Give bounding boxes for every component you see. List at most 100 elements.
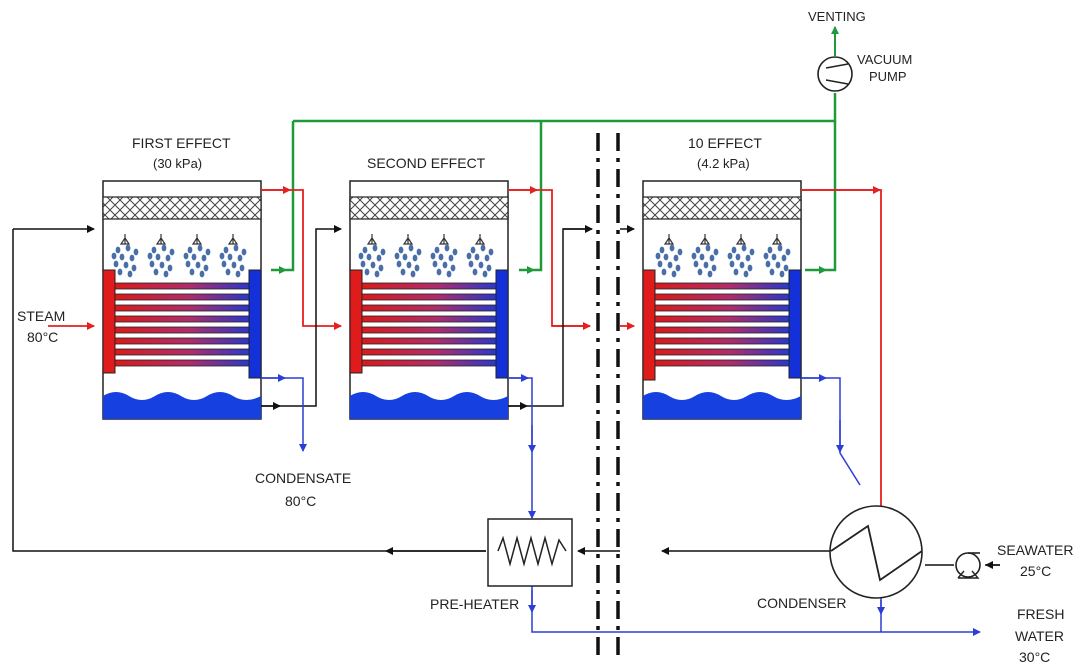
heat-tube <box>654 359 790 367</box>
spray-droplet <box>444 244 450 252</box>
spray-droplet <box>219 252 225 260</box>
spray-droplet <box>149 260 155 268</box>
spray-droplet <box>711 264 717 272</box>
spray-droplet <box>705 244 711 252</box>
cold-header <box>248 269 262 379</box>
spray-droplet <box>765 260 771 268</box>
hot-header <box>102 269 116 374</box>
spray-droplet <box>412 254 418 262</box>
heat-tube <box>114 315 250 323</box>
spray-droplet <box>703 261 709 269</box>
first-effect-pressure: (30 kPa) <box>153 156 202 171</box>
brine-pool <box>103 392 261 419</box>
spray-droplet <box>731 246 737 254</box>
spray-droplet <box>119 253 125 261</box>
heat-tube <box>361 293 497 301</box>
spray-droplet <box>741 244 747 252</box>
spray-droplet <box>169 248 175 256</box>
spray-droplet <box>783 264 789 272</box>
vapor-arrowheads <box>261 186 881 330</box>
spray-droplet <box>195 261 201 269</box>
spray-droplet <box>450 264 456 272</box>
fresh-water-label-line2: WATER <box>1015 628 1064 644</box>
spray-droplet <box>781 254 787 262</box>
spray-droplet <box>205 248 211 256</box>
spray-droplet <box>733 268 739 276</box>
second-effect-vessel <box>349 180 509 420</box>
spray-droplet <box>655 252 661 260</box>
spray-droplet <box>691 252 697 260</box>
spray-droplet <box>374 270 380 278</box>
heat-tube <box>654 348 790 356</box>
spray-droplet <box>749 248 755 256</box>
spray-droplet <box>432 260 438 268</box>
spray-droplet <box>470 246 476 254</box>
heat-tube <box>654 315 790 323</box>
spray-droplet <box>237 254 243 262</box>
heat-tube <box>361 304 497 312</box>
heat-tube <box>114 337 250 345</box>
spray-droplet <box>452 248 458 256</box>
spray-droplet <box>434 246 440 254</box>
effect-gap-dividers <box>596 133 620 660</box>
spray-droplet <box>775 261 781 269</box>
spray-droplet <box>779 270 785 278</box>
heat-tube <box>361 337 497 345</box>
spray-droplet <box>147 252 153 260</box>
hot-header <box>642 269 656 381</box>
first-effect-vessel <box>102 180 262 420</box>
spray-droplet <box>151 246 157 254</box>
spray-droplet <box>231 261 237 269</box>
hot-header <box>349 269 363 374</box>
brine-pool <box>643 392 801 419</box>
spray-droplet <box>777 244 783 252</box>
steam-temp-label: 80°C <box>27 329 58 345</box>
heat-tube <box>114 326 250 334</box>
tube-bundle <box>114 282 250 367</box>
spray-droplet <box>488 248 494 256</box>
spray-droplet <box>376 254 382 262</box>
spray-droplet <box>480 244 486 252</box>
heat-tube <box>114 293 250 301</box>
spray-droplet <box>163 270 169 278</box>
vacuum-pump-icon <box>817 56 853 92</box>
feed-lines <box>12 225 1000 566</box>
steam-label: STEAM <box>17 308 65 324</box>
spray-droplet <box>663 253 669 261</box>
demister <box>349 196 509 220</box>
spray-droplet <box>161 244 167 252</box>
spray-droplet <box>671 270 677 278</box>
spray-droplet <box>223 246 229 254</box>
spray-droplet <box>771 253 777 261</box>
spray-droplet <box>233 244 239 252</box>
spray-droplet <box>693 260 699 268</box>
heat-tube <box>114 348 250 356</box>
spray-droplet <box>360 260 366 268</box>
second-effect-label: SECOND EFFECT <box>367 155 486 171</box>
spray-droplet <box>117 268 123 276</box>
spray-droplet <box>113 260 119 268</box>
cold-header <box>495 269 509 379</box>
spray-droplet <box>159 261 165 269</box>
spray-droplet <box>745 254 751 262</box>
spray-droplet <box>372 244 378 252</box>
spray-droplet <box>370 261 376 269</box>
spray-droplet <box>394 252 400 260</box>
spray-droplet <box>125 244 131 252</box>
spray-droplet <box>227 253 233 261</box>
spray-droplet <box>669 244 675 252</box>
spray-droplets <box>358 244 494 278</box>
condensate-temp-label: 80°C <box>285 493 316 509</box>
spray-droplets <box>111 244 247 278</box>
heat-tube <box>361 315 497 323</box>
spray-droplet <box>191 253 197 261</box>
heat-tube <box>654 304 790 312</box>
spray-droplet <box>769 268 775 276</box>
spray-droplet <box>133 248 139 256</box>
spray-droplet <box>430 252 436 260</box>
spray-droplet <box>410 270 416 278</box>
spray-droplet <box>153 268 159 276</box>
spray-droplet <box>197 244 203 252</box>
vacuum-pump-label-line1: VACUUM <box>857 52 912 67</box>
